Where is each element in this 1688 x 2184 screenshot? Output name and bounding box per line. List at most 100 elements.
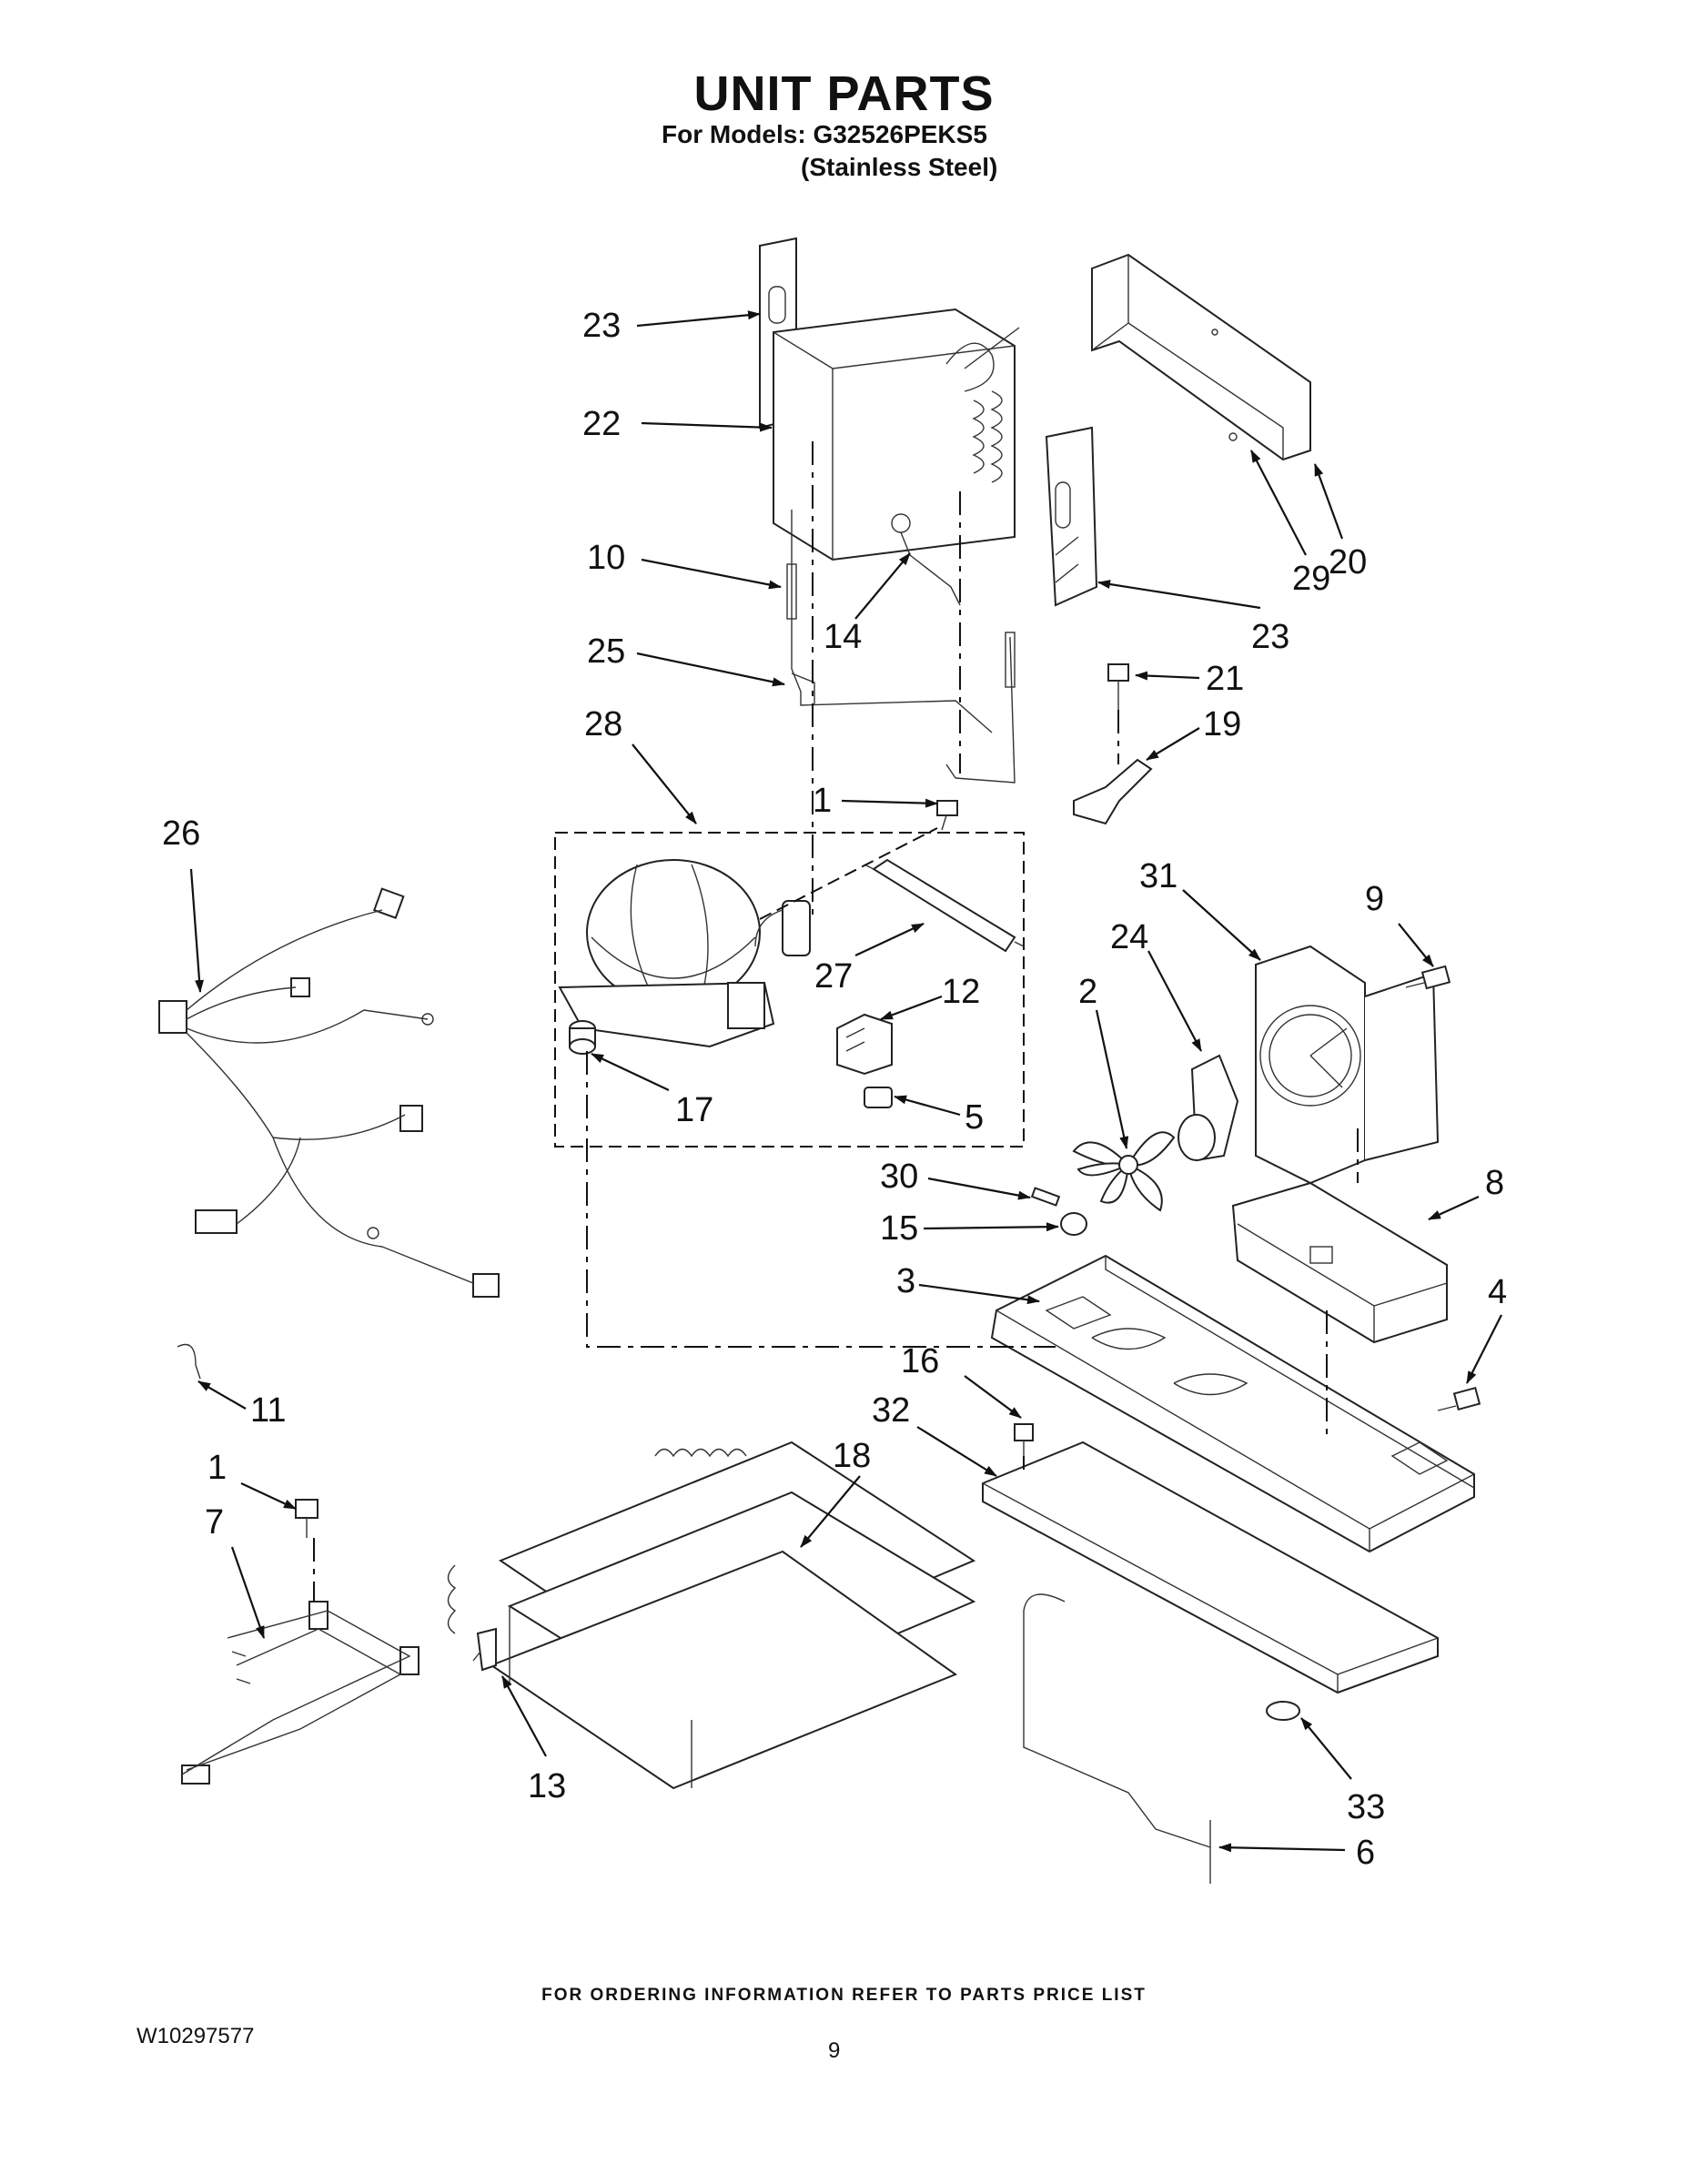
part-1-screw-lower — [295, 1499, 318, 1538]
part-15-grommet — [1060, 1212, 1087, 1236]
callout-6: 6 — [1356, 1834, 1375, 1872]
leader-2 — [1095, 1009, 1129, 1149]
part-24-fan-motor — [1178, 1054, 1239, 1162]
part-23-right-bracket — [1045, 426, 1098, 607]
leader-23a — [636, 310, 761, 328]
leader-21 — [1135, 671, 1200, 681]
leader-11 — [197, 1380, 247, 1410]
callout-4: 4 — [1488, 1273, 1507, 1311]
callout-24: 24 — [1110, 918, 1148, 956]
part-30-pin — [1030, 1187, 1061, 1207]
leader-18 — [800, 1475, 861, 1548]
callout-1-lower: 1 — [207, 1449, 227, 1487]
callout-8: 8 — [1485, 1164, 1504, 1202]
callout-17: 17 — [675, 1091, 713, 1129]
leader-33 — [1300, 1717, 1352, 1780]
part-26-wire-harness — [158, 887, 500, 1298]
callout-10: 10 — [587, 539, 625, 577]
leader-12 — [880, 995, 943, 1021]
part-33-retainer — [1266, 1701, 1300, 1721]
part-11-clip — [177, 1343, 201, 1380]
callout-18: 18 — [833, 1437, 871, 1475]
dashed-line-screw1 — [759, 827, 938, 920]
part-12-relay — [836, 1013, 893, 1076]
leader-32 — [916, 1426, 997, 1477]
leader-5 — [894, 1095, 961, 1117]
leader-24 — [1147, 950, 1202, 1052]
document-number: W10297577 — [136, 2024, 255, 2048]
leader-26 — [189, 868, 205, 993]
leader-31 — [1182, 889, 1261, 961]
part-17-grommet — [569, 1020, 596, 1055]
leader-25 — [636, 652, 785, 687]
leader-22 — [641, 421, 773, 432]
callout-3: 3 — [896, 1262, 915, 1300]
page-number: 9 — [828, 2038, 841, 2063]
part-13-clip — [472, 1627, 497, 1672]
callout-23-right: 23 — [1251, 618, 1289, 656]
callout-14: 14 — [824, 618, 862, 656]
callout-19: 19 — [1203, 705, 1241, 743]
part-3-base-plate — [990, 1254, 1475, 1553]
leader-30 — [927, 1177, 1031, 1200]
part-8-tray — [1231, 1181, 1448, 1344]
part-4-screw — [1437, 1386, 1481, 1411]
callout-33: 33 — [1347, 1788, 1385, 1826]
part-1-screw-top — [936, 800, 958, 831]
callout-25: 25 — [587, 632, 625, 671]
part-22-evaporator — [773, 308, 1020, 561]
callout-31: 31 — [1139, 857, 1178, 895]
part-2-fan-blade — [1072, 1131, 1176, 1212]
leader-15 — [923, 1222, 1059, 1232]
leader-28 — [632, 743, 697, 824]
leader-19 — [1146, 727, 1200, 761]
leader-6 — [1218, 1843, 1346, 1853]
part-18-condenser — [447, 1441, 976, 1790]
models-line: For Models: G32526PEKS5 — [662, 120, 987, 148]
page-title: UNIT PARTS — [693, 66, 995, 121]
leader-16 — [964, 1375, 1022, 1419]
part-27-drier — [864, 858, 1025, 953]
leader-14 — [854, 552, 911, 620]
leader-17 — [591, 1053, 670, 1091]
callout-23-left: 23 — [582, 307, 621, 345]
part-7-wire-harness — [181, 1601, 419, 1785]
leader-4 — [1466, 1314, 1502, 1384]
leader-lines — [189, 310, 1502, 1853]
leader-8 — [1428, 1195, 1480, 1221]
part-21-screw — [1107, 663, 1129, 710]
leader-3 — [918, 1283, 1040, 1305]
callout-1-top: 1 — [813, 782, 832, 820]
callout-32: 32 — [872, 1391, 910, 1430]
part-19-clip — [1073, 758, 1153, 825]
leader-20 — [1313, 463, 1344, 540]
callout-28: 28 — [584, 705, 622, 743]
finish-line: (Stainless Steel) — [801, 153, 998, 181]
part-14-sensor — [891, 513, 961, 606]
part-5-cover — [864, 1087, 893, 1108]
leader-1b — [240, 1482, 297, 1510]
callout-labels: 23 22 10 14 25 28 20 29 23 21 19 1 26 27… — [162, 307, 1507, 1872]
callout-20: 20 — [1329, 543, 1367, 581]
callout-21: 21 — [1206, 660, 1244, 698]
leader-9 — [1398, 923, 1434, 967]
part-6-drain-tube — [1023, 1593, 1211, 1884]
callout-11: 11 — [250, 1391, 286, 1430]
callout-7: 7 — [205, 1503, 224, 1542]
callout-26: 26 — [162, 814, 200, 853]
callout-13: 13 — [528, 1767, 566, 1805]
callout-29: 29 — [1292, 560, 1330, 598]
callout-9: 9 — [1365, 880, 1384, 918]
part-28-compressor-assembly-box — [554, 832, 1025, 1148]
part-31-fan-shroud — [1255, 945, 1440, 1185]
callout-30: 30 — [880, 1158, 918, 1196]
leader-7 — [230, 1546, 266, 1639]
leader-29 — [1250, 450, 1307, 556]
callout-2: 2 — [1078, 973, 1097, 1011]
callout-16: 16 — [901, 1342, 939, 1380]
leader-23b — [1097, 580, 1261, 610]
part-compressor — [558, 859, 811, 1048]
ordering-note: FOR ORDERING INFORMATION REFER TO PARTS … — [541, 1986, 1147, 2005]
leader-1a — [841, 798, 938, 808]
